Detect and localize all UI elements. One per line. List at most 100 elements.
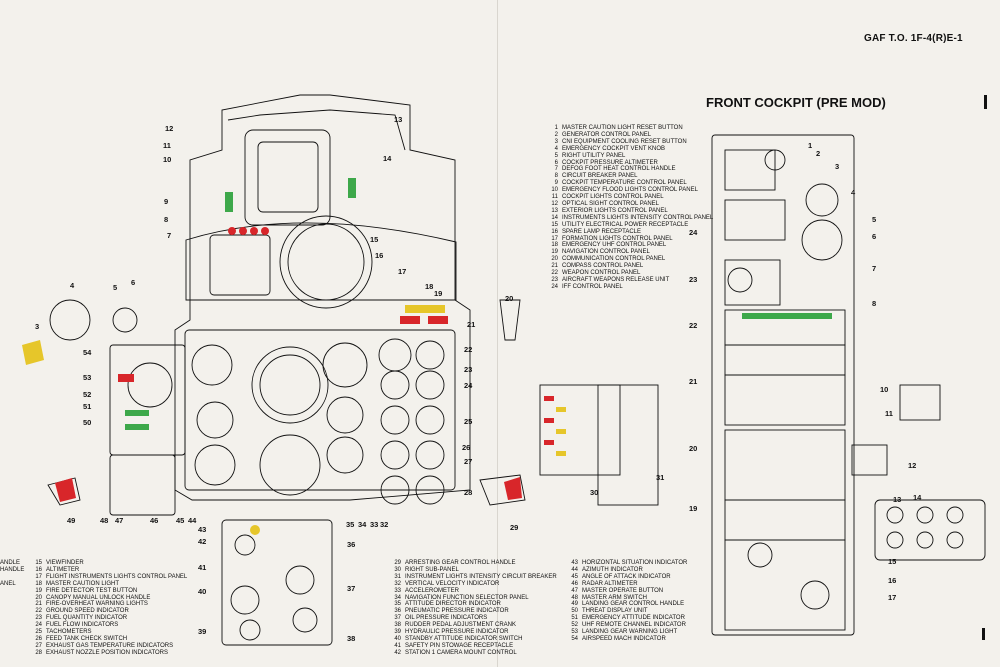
change-bar xyxy=(982,628,985,640)
svg-text:10: 10 xyxy=(880,385,888,394)
svg-text:18: 18 xyxy=(425,282,433,291)
svg-text:16: 16 xyxy=(888,576,896,585)
svg-text:53: 53 xyxy=(83,373,91,382)
svg-text:30: 30 xyxy=(590,488,598,497)
page-fold xyxy=(497,0,498,667)
svg-text:15: 15 xyxy=(370,235,378,244)
svg-text:11: 11 xyxy=(885,409,893,418)
svg-text:28: 28 xyxy=(464,488,472,497)
clipped-legend-fragment: ANDLE HANDLE ANEL xyxy=(0,560,24,588)
svg-text:23: 23 xyxy=(689,275,697,284)
svg-text:49: 49 xyxy=(67,516,75,525)
svg-text:34: 34 xyxy=(358,520,367,529)
svg-text:38: 38 xyxy=(347,634,355,643)
svg-text:5: 5 xyxy=(113,283,117,292)
svg-text:23: 23 xyxy=(464,365,472,374)
svg-text:29: 29 xyxy=(510,523,518,532)
svg-text:51: 51 xyxy=(83,402,91,411)
svg-text:25: 25 xyxy=(464,417,472,426)
change-bar xyxy=(984,95,987,109)
svg-text:8: 8 xyxy=(164,215,168,224)
svg-text:10: 10 xyxy=(163,155,171,164)
svg-text:15: 15 xyxy=(888,557,896,566)
svg-text:13: 13 xyxy=(394,115,402,124)
svg-text:31: 31 xyxy=(656,473,664,482)
svg-text:32: 32 xyxy=(380,520,388,529)
svg-text:42: 42 xyxy=(198,537,206,546)
fragment-text xyxy=(0,574,24,581)
svg-text:19: 19 xyxy=(434,289,442,298)
svg-text:48: 48 xyxy=(100,516,108,525)
fragment-text: ANDLE xyxy=(0,560,21,566)
svg-text:4: 4 xyxy=(851,188,856,197)
svg-text:5: 5 xyxy=(872,215,876,224)
fragment-text: HANDLE xyxy=(0,566,25,573)
svg-text:37: 37 xyxy=(347,584,355,593)
svg-text:24: 24 xyxy=(689,228,698,237)
svg-text:47: 47 xyxy=(115,516,123,525)
svg-text:14: 14 xyxy=(383,154,392,163)
svg-text:21: 21 xyxy=(689,377,697,386)
page-title: FRONT COCKPIT (PRE MOD) xyxy=(706,95,886,110)
svg-text:33: 33 xyxy=(370,520,378,529)
svg-text:17: 17 xyxy=(888,593,896,602)
svg-text:8: 8 xyxy=(872,299,876,308)
svg-text:12: 12 xyxy=(908,461,916,470)
svg-text:54: 54 xyxy=(83,348,92,357)
svg-text:19: 19 xyxy=(689,504,697,513)
svg-text:3: 3 xyxy=(35,322,39,331)
svg-text:20: 20 xyxy=(689,444,697,453)
svg-text:21: 21 xyxy=(467,320,475,329)
svg-text:22: 22 xyxy=(464,345,472,354)
svg-text:1: 1 xyxy=(808,141,812,150)
fragment-text: ANEL xyxy=(0,580,16,587)
